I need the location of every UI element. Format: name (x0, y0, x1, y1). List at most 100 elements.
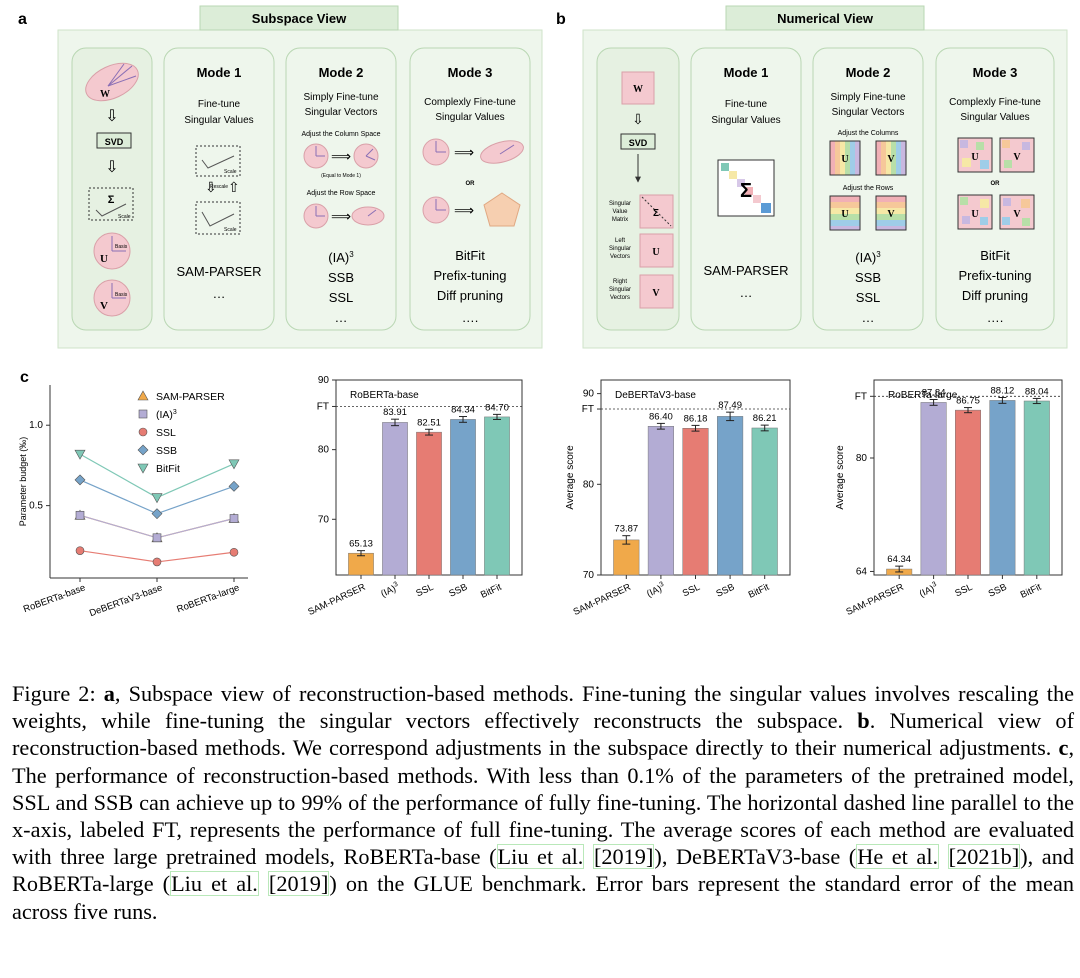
legend-marker (137, 444, 149, 456)
chart-title: DeBERTaV3-base (615, 390, 696, 401)
b-mode2-method-1: (IA)3 (855, 250, 881, 265)
a-mode2-method-2: SSB (328, 270, 354, 285)
v-label: V (887, 209, 895, 220)
sigma-box (88, 187, 134, 221)
legend-text: SAM-PARSER (156, 391, 225, 403)
data-point (151, 493, 163, 504)
b-mode3-desc-2: Singular Values (960, 112, 1029, 123)
data-label: 88.04 (1025, 386, 1049, 397)
legend-label: SAM-PARSER (156, 391, 225, 403)
y-tick-label: 80 (856, 453, 868, 464)
series-line (79, 453, 235, 499)
scale-label: Scale (118, 214, 131, 220)
ia3-base: (IA) (328, 250, 349, 265)
data-label: 83.91 (383, 407, 407, 418)
data-point (74, 474, 86, 486)
a-equal-note: (Equal to Mode 1) (321, 173, 361, 179)
x-tick-label: BitFit (747, 582, 772, 601)
y-tick-label: 80 (583, 479, 595, 490)
ia3-base: (IA) (855, 250, 876, 265)
y-tick-label: 64 (856, 566, 868, 577)
data-label: 87.49 (718, 400, 742, 411)
u-label: U (971, 152, 978, 163)
a-mode3-method-1: BitFit (455, 248, 485, 263)
caption-c-letter: c (1058, 735, 1069, 761)
caption-end: ) on the GLUE benchmark. Error bars repr… (12, 871, 1075, 924)
x-tick-label: DeBERTaV3-base (88, 582, 164, 619)
citation-link[interactable]: [2019] (268, 871, 329, 897)
b-mode3-method-3: Diff pruning (962, 288, 1028, 303)
b-adjust-columns-label: Adjust the Columns (838, 130, 899, 137)
legend-marker (137, 463, 149, 474)
lsv-label-2: Singular (609, 246, 631, 252)
caption-fig-label: Figure 2: (12, 681, 96, 706)
x-tick-label: SAM-PARSER (845, 582, 906, 618)
a-mode1-title: Mode 1 (197, 65, 242, 80)
roberta-base-bar-chart: 708090FTRoBERTa-base65.13SAM-PARSER83.91… (306, 375, 523, 618)
svd-label: SVD (629, 138, 648, 148)
chart-title: RoBERTa-large (888, 390, 958, 401)
x-tick-text: SAM-PARSER (845, 582, 906, 618)
scale-label: Scale (224, 227, 237, 233)
data-label: 84.34 (451, 405, 475, 416)
x-tick-label: BitFit (1019, 582, 1044, 601)
y-tick-label: 90 (583, 389, 595, 400)
u-matrix (639, 233, 674, 268)
citation-link[interactable]: [2019] (593, 844, 654, 870)
v-column-matrix (875, 140, 907, 176)
w-ellipse-diagram: W (85, 62, 139, 102)
figure-2: a Subspace View W ⇩ SVD ⇩ Σ Scale U Basi… (18, 5, 1068, 619)
x-tick-label: (IA)3 (379, 581, 402, 600)
citation-link[interactable]: [2021b] (948, 844, 1020, 870)
data-label: 87.84 (922, 387, 946, 398)
b-mode2-desc-1: Simply Fine-tune (830, 92, 905, 103)
lsv-label-3: Vectors (610, 254, 630, 260)
svd-label: SVD (105, 137, 124, 147)
x-tick-label: RoBERTa-large (175, 582, 241, 615)
legend-marker (138, 409, 148, 419)
caption-mid2: ), and RoBERTa-large ( (12, 844, 1074, 897)
b-mode3-title: Mode 3 (973, 65, 1018, 80)
a-mode2-title: Mode 2 (319, 65, 364, 80)
v-patch-matrix (999, 137, 1035, 173)
v-label: V (652, 288, 660, 299)
svm-label-1: Singular (609, 201, 631, 207)
v-label: V (1013, 152, 1021, 163)
u-column-matrix (829, 140, 861, 176)
x-tick-label: (IA)3 (917, 581, 940, 600)
panel-b-mode3-card (935, 47, 1055, 331)
a-or-label: OR (466, 181, 476, 187)
rescale-label: Rescale (210, 184, 228, 190)
x-tick-text: BitFit (479, 582, 504, 601)
x-tick-label: SSL (953, 582, 974, 600)
lsv-label-1: Left (615, 238, 625, 244)
w-label: W (100, 89, 110, 100)
citation-link[interactable]: Liu et al. (171, 871, 258, 897)
v-row-matrix (875, 195, 907, 231)
a-adjust-column-label: Adjust the Column Space (302, 131, 381, 138)
b-mode2-method-4: … (862, 310, 875, 325)
b-mode1-desc-2: Singular Values (711, 115, 780, 126)
ia3-sup: 3 (349, 250, 354, 259)
legend-label: SSB (156, 445, 177, 457)
rsv-label-1: Right (613, 279, 627, 285)
panel-a-mode1-card (163, 47, 275, 331)
b-mode3-method-2: Prefix-tuning (959, 268, 1032, 283)
panel-letter-a: a (18, 11, 27, 28)
data-label: 86.75 (956, 396, 980, 407)
data-label: 84.70 (485, 402, 509, 413)
ft-label: FT (317, 401, 329, 412)
v-matrix (639, 274, 674, 309)
citation-link[interactable]: He et al. (857, 844, 939, 870)
rsv-label-2: Singular (609, 287, 631, 293)
w-label: W (633, 84, 643, 95)
bar (920, 402, 947, 576)
a-mode3-desc-1: Complexly Fine-tune (424, 97, 516, 108)
panel-a-header: Subspace View (252, 11, 347, 26)
citation-link[interactable]: Liu et al. (497, 844, 584, 870)
bar (989, 400, 1016, 576)
x-tick-text: SSB (447, 582, 469, 600)
u-label: U (652, 247, 659, 258)
basis-label: Basis (115, 292, 128, 298)
data-label: 86.18 (684, 413, 708, 424)
